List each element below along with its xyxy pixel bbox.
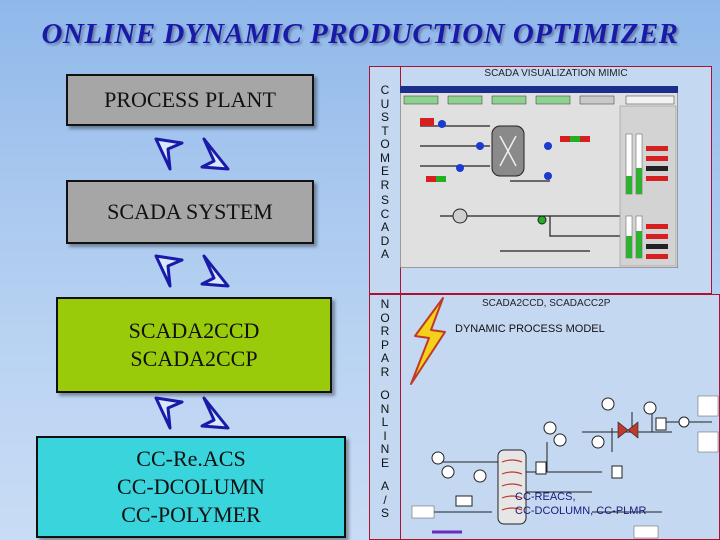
scada-system-box: SCADA SYSTEM [66, 180, 314, 244]
scada2ccp-label: SCADA2CCP [130, 346, 258, 371]
letter: S [380, 193, 389, 207]
page-title: ONLINE DYNAMIC PRODUCTION OPTIMIZER [41, 18, 679, 50]
letter: C [380, 83, 390, 97]
letter: S [380, 110, 389, 124]
letter: I [383, 428, 387, 443]
cc-dcolumn-label: CC-DCOLUMN [117, 474, 265, 499]
letter: N [380, 442, 390, 456]
letter: L [381, 415, 389, 429]
customer-scada-vertical-text: C U S T O M E R S C A D A [369, 83, 401, 262]
dynamic-model-panel [400, 294, 720, 540]
scada2ccd-label: SCADA2CCD [128, 318, 260, 343]
letter: O [380, 137, 390, 151]
process-plant-label: PROCESS PLANT [104, 87, 276, 112]
letter: R [380, 177, 390, 192]
letter: T [381, 123, 389, 138]
customer-scada-column [369, 66, 401, 294]
letter: N [380, 297, 390, 311]
process-plant-box: PROCESS PLANT [66, 74, 314, 126]
cc-reacs-label: CC-Re.ACS [136, 446, 246, 471]
double-arrow-icon [154, 396, 230, 430]
cc-reacs-caption-line2: CC-DCOLUMN, CC-PLMR [515, 505, 647, 517]
process-flow-diagram [411, 395, 719, 539]
letter: R [380, 364, 390, 379]
letter: M [380, 150, 390, 165]
letter: R [380, 324, 390, 338]
letter: A [380, 351, 389, 365]
letter: C [380, 206, 390, 221]
letter: D [380, 233, 390, 248]
letter: U [380, 96, 390, 111]
letter: E [380, 164, 389, 178]
lightning-bolt-icon [410, 297, 446, 385]
online-vertical-text: N O R P A R O N L I N E A / S [369, 297, 401, 521]
letter: N [380, 401, 390, 416]
letter: E [380, 455, 389, 470]
dynamic-process-model-title: DYNAMIC PROCESS MODEL [455, 323, 605, 335]
letter: P [380, 337, 389, 352]
letter: A [380, 479, 389, 493]
letter: S [380, 506, 389, 520]
cc-models-caption: CC-REACS, CC-DCOLUMN, CC-PLMR [515, 490, 646, 518]
scada-mimic-screenshot [400, 86, 678, 268]
letter: A [380, 220, 389, 234]
scada2ccd-box: SCADA2CCD SCADA2CCP [56, 297, 332, 393]
scada-mimic-title: SCADA VISUALIZATION MIMIC [484, 68, 628, 79]
letter: O [380, 310, 390, 325]
letter: A [380, 247, 389, 261]
online-column [369, 294, 401, 540]
double-arrow-icon [154, 137, 230, 171]
letter: / [383, 492, 387, 507]
double-arrow-icon [154, 254, 230, 288]
cc-polymer-label: CC-POLYMER [121, 502, 261, 527]
scada2-label: SCADA2CCD, SCADACC2P [482, 298, 611, 309]
scada-system-label: SCADA SYSTEM [107, 199, 273, 224]
cc-models-box: CC-Re.ACS CC-DCOLUMN CC-POLYMER [36, 436, 346, 538]
letter: O [380, 388, 390, 402]
cc-reacs-caption-line1: CC-REACS, [515, 491, 576, 503]
